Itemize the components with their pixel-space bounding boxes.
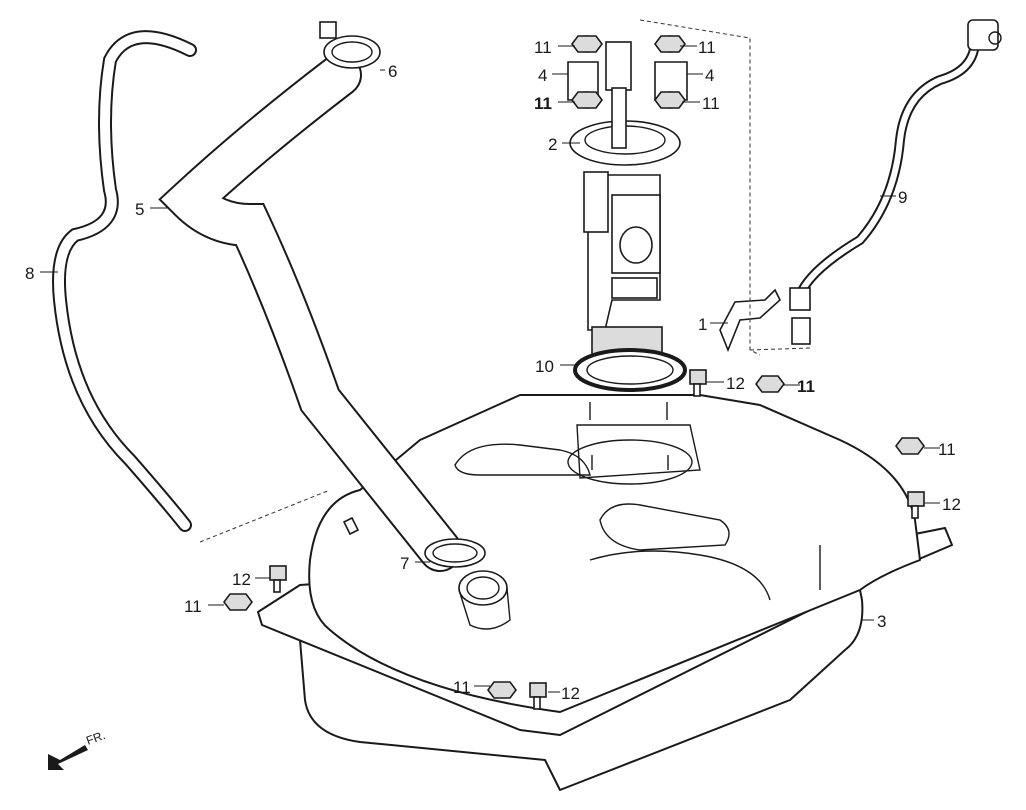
callout-4-right: 4 [705,66,714,85]
callout-11-pump-mid-left: 11 [534,94,552,113]
bolt-hardware [269,369,925,710]
callout-11-pump-top-left: 11 [534,38,552,57]
callout-11-pump-top-right: 11 [698,38,716,57]
fuel-tank [257,394,953,791]
callout-12-tank-left: 12 [232,570,251,589]
front-direction-label: FR. [84,728,107,748]
callout-1: 1 [698,315,707,334]
nut-hardware [223,35,925,699]
callout-4-left: 4 [538,66,547,85]
callout-6: 6 [388,62,397,81]
callout-2: 2 [548,135,557,154]
callout-10: 10 [535,357,554,376]
callout-7: 7 [400,554,409,573]
callout-11-tank-bottom: 11 [453,678,471,697]
callout-12-tank-right: 12 [942,495,961,514]
fuel-pump-assembly [569,41,681,365]
hose-clamp-lower [424,538,486,568]
callout-leaders [40,45,940,693]
callout-9: 9 [898,188,907,207]
callout-11-tank-left: 11 [184,597,202,616]
callout-5: 5 [135,200,144,219]
filler-hose [158,53,462,572]
hose-clamp-upper [319,21,381,69]
pump-bracket [719,288,781,353]
callout-labels: 11 11 4 2 11 11 4 6 5 8 1 10 12 11 9 11 … [25,38,961,703]
callout-12-pump-ring: 12 [726,374,745,393]
assembly-guide-dashed [199,19,811,543]
callout-11-pump-ring: 11 [797,377,815,396]
callout-11-tank-right: 11 [938,440,956,459]
callout-12-tank-bottom: 12 [561,684,580,703]
callout-11-pump-mid-right: 11 [702,94,720,113]
callout-3: 3 [877,612,886,631]
pump-gasket [573,348,687,392]
fuel-feed-hose [789,19,1002,345]
callout-8: 8 [25,264,34,283]
breather-hose [52,30,197,532]
front-direction-arrow-icon [48,745,88,770]
